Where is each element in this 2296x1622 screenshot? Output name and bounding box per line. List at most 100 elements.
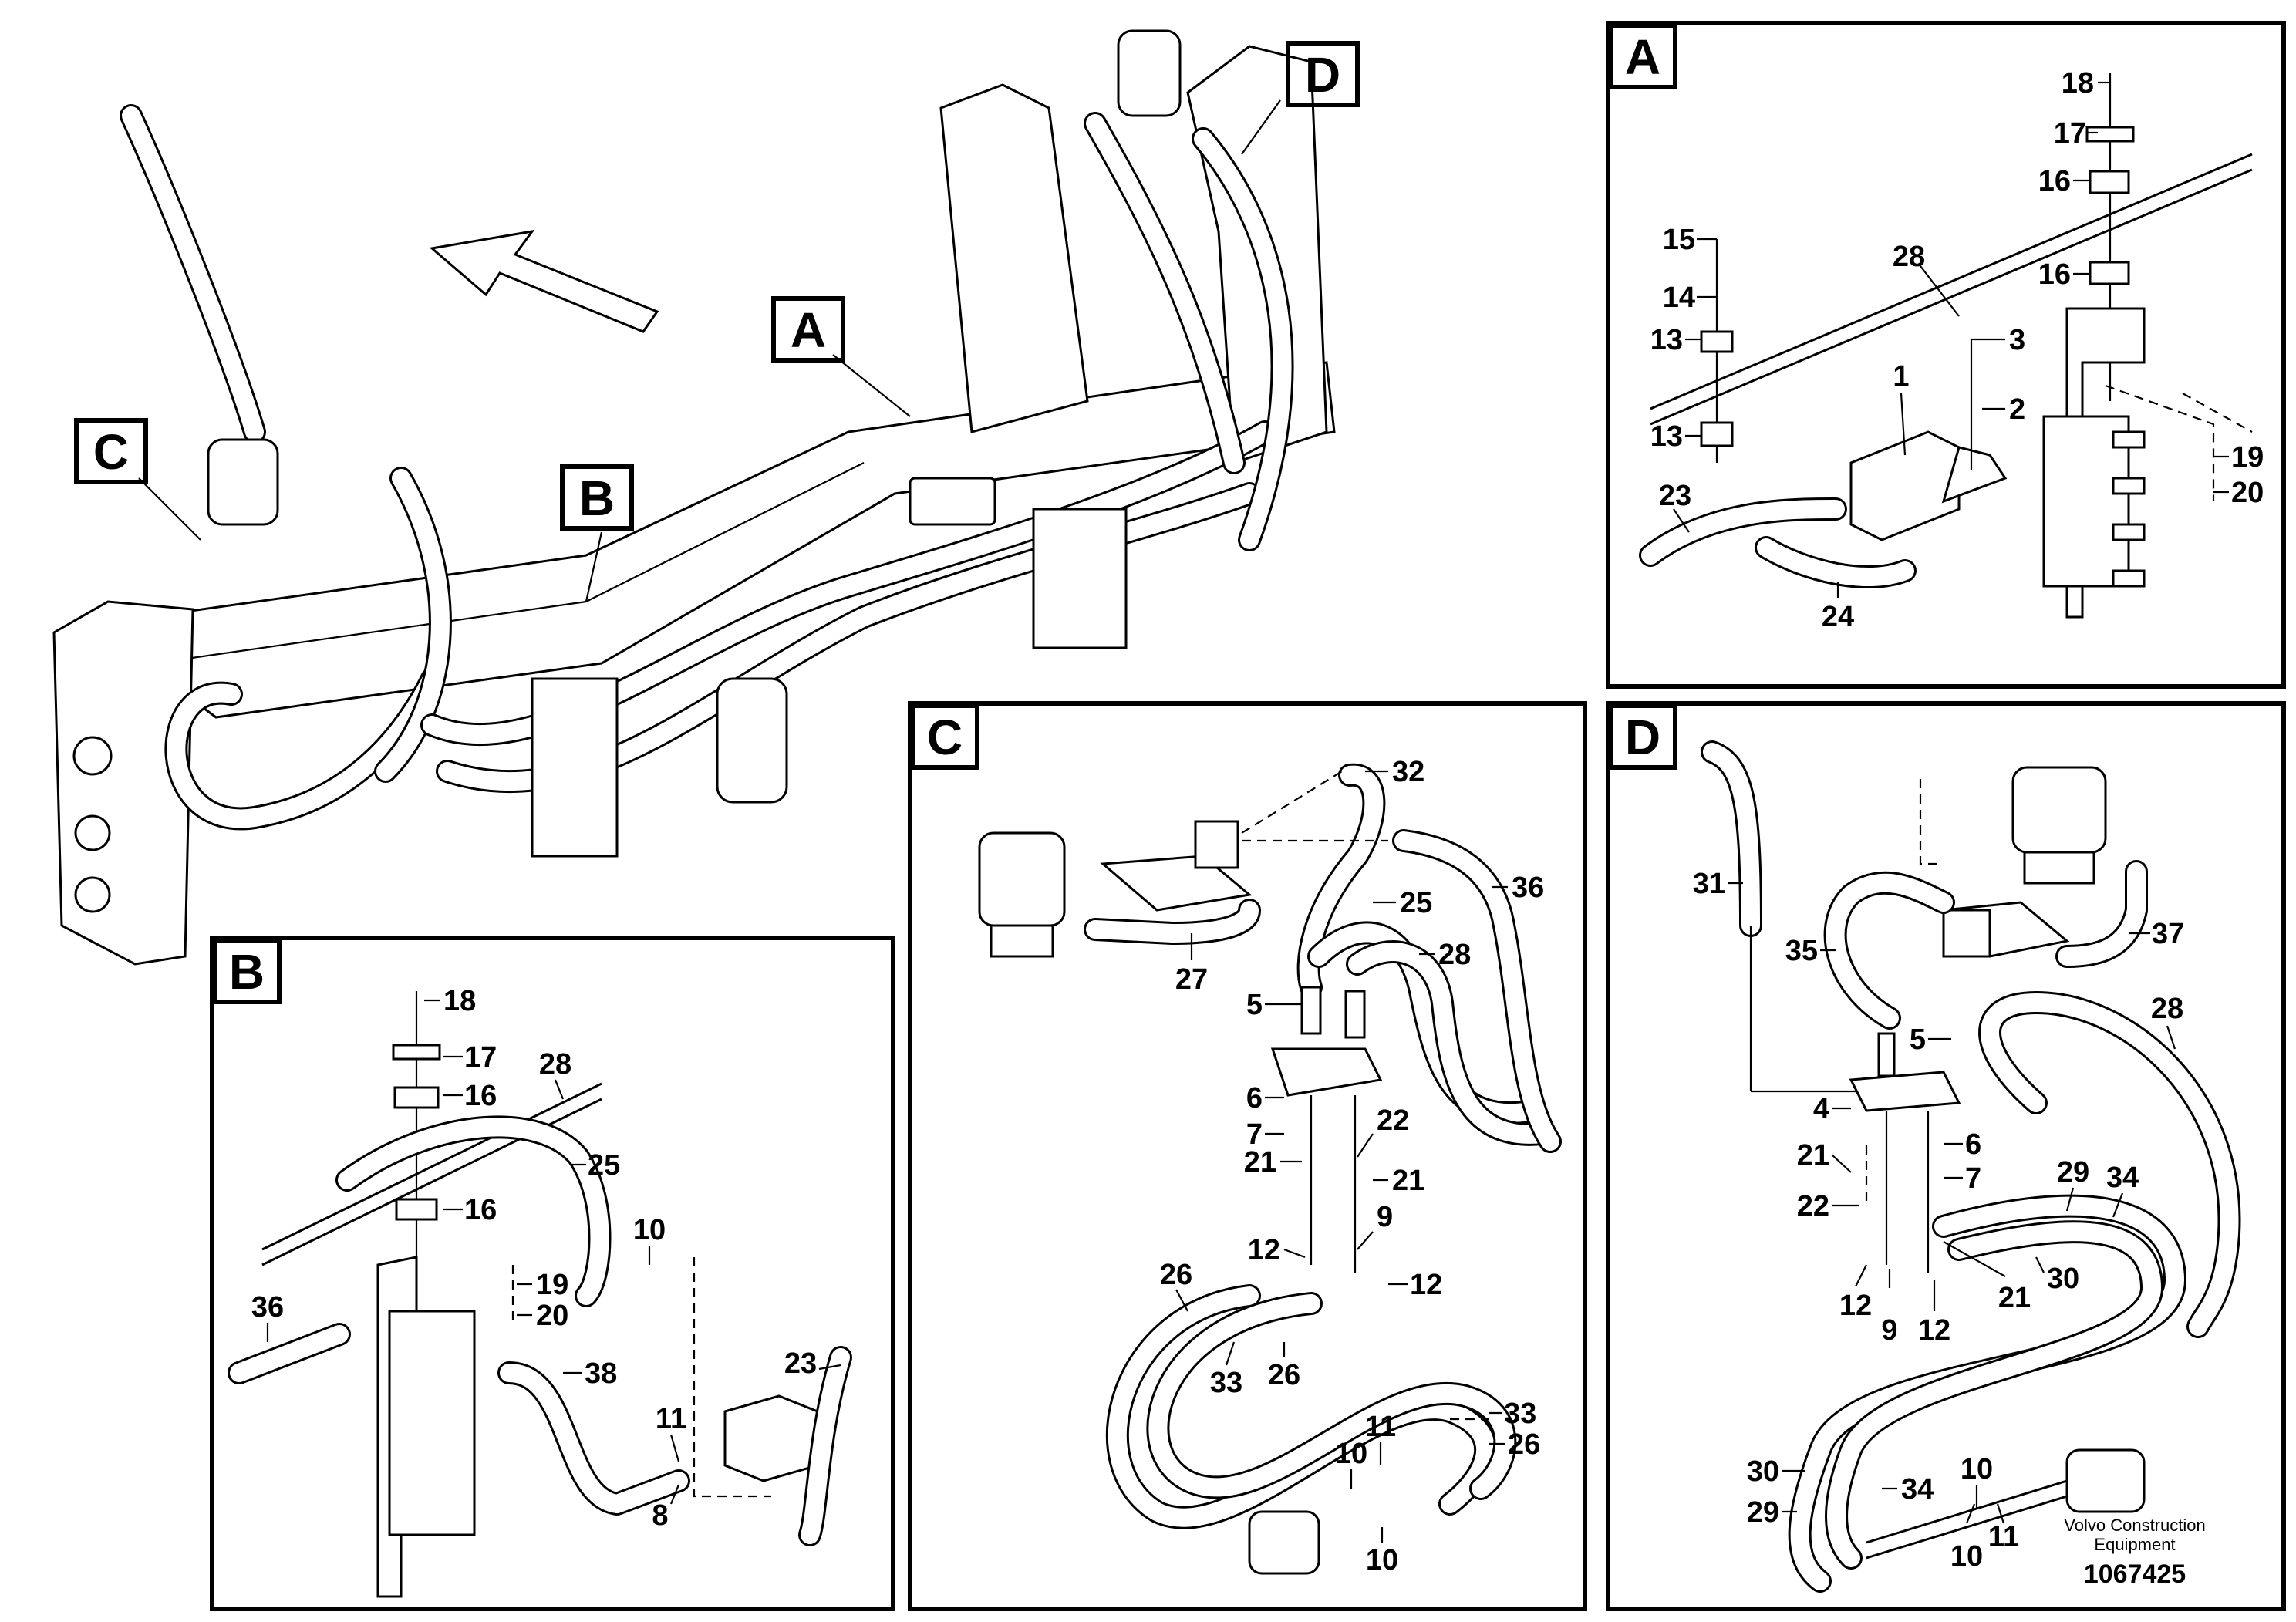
svg-text:C: C — [93, 424, 129, 480]
callout: 28 — [1893, 241, 1925, 273]
callout: 21 — [1998, 1282, 2031, 1314]
callout: 34 — [1901, 1473, 1934, 1506]
callout: 21 — [1392, 1165, 1424, 1197]
callout: 17 — [464, 1041, 497, 1074]
svg-text:A: A — [791, 302, 826, 358]
callout: 3 — [2009, 324, 2025, 356]
callout: 30 — [2047, 1263, 2079, 1295]
callout: 11 — [656, 1403, 686, 1435]
overview-illustration — [52, 29, 1336, 966]
callout: 11 — [1365, 1411, 1396, 1443]
view-a-label: A — [1625, 29, 1660, 85]
view-c-callouts: 32 25 36 28 27 5 6 7 22 21 21 9 12 12 26… — [1160, 756, 1544, 1576]
callout: 12 — [1918, 1314, 1950, 1347]
callout: 5 — [1910, 1023, 1926, 1056]
brand-line-2: Equipment — [2094, 1535, 2175, 1554]
callout: 10 — [1335, 1438, 1367, 1470]
callout: 9 — [1377, 1201, 1393, 1233]
callout: 19 — [536, 1269, 568, 1301]
callout: 9 — [1881, 1314, 1897, 1347]
callout: 22 — [1377, 1104, 1409, 1137]
view-b-label: B — [229, 944, 265, 1000]
brand-footer: Volvo Construction Equipment 1067425 — [2064, 1516, 2205, 1589]
callout: 28 — [2151, 993, 2183, 1025]
callout: 7 — [1965, 1162, 1981, 1195]
callout: 36 — [251, 1291, 284, 1324]
view-d-callouts: 31 35 37 28 5 4 6 7 21 22 29 34 12 9 12 … — [1693, 868, 2185, 1573]
overview-label-b[interactable]: B — [560, 464, 634, 531]
view-c-label: C — [927, 710, 963, 765]
callout: 38 — [585, 1357, 617, 1390]
callout: 22 — [1797, 1190, 1829, 1222]
callout: 32 — [1392, 756, 1424, 788]
callout: 25 — [588, 1149, 620, 1182]
callout: 29 — [1747, 1496, 1779, 1529]
callout: 24 — [1822, 601, 1854, 633]
callout: 23 — [1659, 480, 1691, 512]
detail-view-a: A — [1606, 21, 2286, 689]
callout: 16 — [2038, 165, 2071, 197]
callout: 12 — [1839, 1290, 1872, 1322]
callout: 13 — [1650, 324, 1683, 356]
brand-line-1: Volvo Construction — [2064, 1516, 2205, 1535]
callout: 11 — [1988, 1521, 2019, 1553]
view-b-callouts: 18 17 28 16 25 16 10 19 20 36 38 23 11 8 — [251, 985, 841, 1532]
detail-view-d: D — [1606, 701, 2286, 1611]
callout: 26 — [1268, 1359, 1300, 1391]
callout: 25 — [1400, 887, 1432, 919]
callout: 15 — [1663, 224, 1695, 256]
callout: 5 — [1246, 989, 1263, 1021]
callout: 28 — [539, 1048, 571, 1081]
callout: 12 — [1410, 1269, 1442, 1301]
callout: 17 — [2054, 117, 2086, 150]
callout: 21 — [1797, 1139, 1829, 1172]
callout: 6 — [1246, 1082, 1263, 1114]
detail-view-b: B — [210, 936, 895, 1611]
view-a-callouts: 18 17 16 28 16 15 14 13 3 13 1 2 19 20 2… — [1650, 67, 2264, 633]
callout: 16 — [464, 1194, 497, 1226]
callout: 4 — [1813, 1093, 1829, 1125]
overview-label-c[interactable]: C — [74, 418, 148, 484]
callout: 13 — [1650, 420, 1683, 453]
callout: 28 — [1438, 939, 1471, 971]
callout: 2 — [2009, 393, 2025, 426]
callout: 27 — [1175, 963, 1208, 996]
travel-direction-arrow — [429, 229, 659, 333]
callout: 26 — [1508, 1428, 1540, 1461]
callout: 8 — [652, 1499, 668, 1532]
overview-label-d[interactable]: D — [1286, 41, 1360, 107]
callout: 21 — [1244, 1146, 1276, 1179]
callout: 29 — [2057, 1156, 2089, 1189]
callout: 6 — [1965, 1128, 1981, 1161]
callout: 23 — [784, 1347, 817, 1380]
svg-text:B: B — [579, 470, 615, 526]
detail-view-c: C — [908, 701, 1587, 1611]
callout: 7 — [1246, 1118, 1263, 1151]
callout: 10 — [1950, 1540, 1983, 1573]
callout: 19 — [2231, 441, 2264, 474]
callout: 26 — [1160, 1259, 1192, 1291]
svg-text:D: D — [1305, 47, 1340, 103]
callout: 31 — [1693, 868, 1725, 900]
front-axle-plate — [52, 600, 194, 966]
callout: 10 — [1961, 1453, 1993, 1485]
callout: 20 — [2231, 477, 2264, 509]
callout: 36 — [1512, 872, 1544, 904]
callout: 10 — [1366, 1544, 1398, 1576]
callout: 10 — [633, 1214, 666, 1246]
document-number: 1067425 — [2084, 1560, 2186, 1589]
view-d-label: D — [1625, 710, 1660, 765]
callout: 16 — [464, 1080, 497, 1112]
callout: 16 — [2038, 258, 2071, 291]
callout: 34 — [2106, 1162, 2139, 1194]
callout: 35 — [1785, 935, 1818, 967]
callout: 20 — [536, 1300, 568, 1332]
callout: 37 — [2152, 918, 2184, 950]
overview-label-a[interactable]: A — [771, 296, 845, 363]
callout: 14 — [1663, 282, 1695, 314]
callout: 18 — [2062, 67, 2094, 99]
callout: 33 — [1504, 1398, 1536, 1430]
callout: 33 — [1210, 1367, 1242, 1399]
callout: 18 — [443, 985, 476, 1017]
